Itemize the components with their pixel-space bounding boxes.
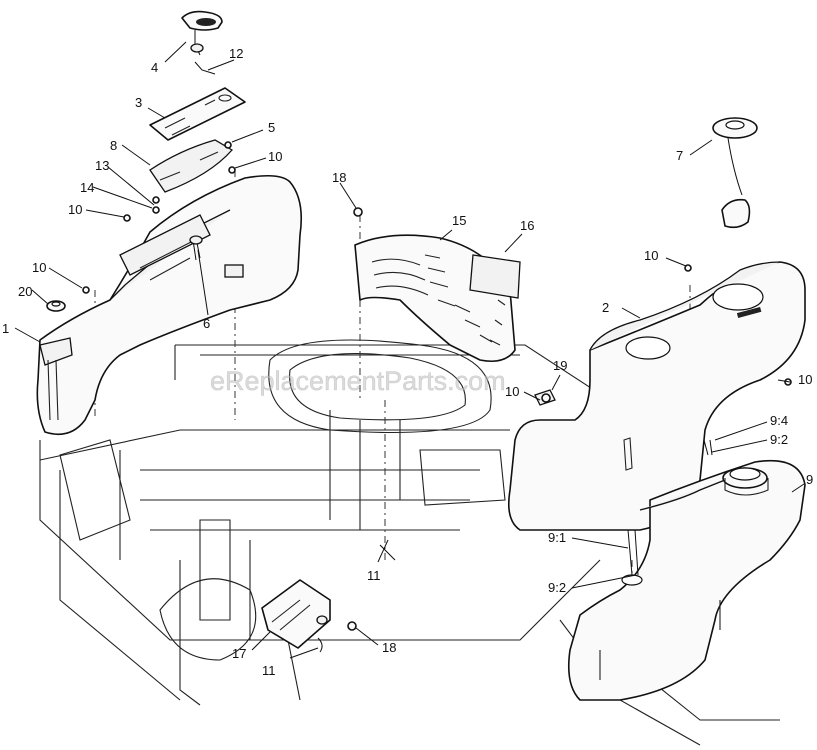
- fuel-tank-part: [567, 459, 806, 701]
- decal-part: [469, 254, 521, 299]
- callout-10-center: 10: [505, 384, 519, 399]
- callout-2: 2: [602, 300, 609, 315]
- lever-rod-part: [194, 61, 216, 75]
- callout-10-right-upper: 10: [644, 248, 658, 263]
- left-fender-part: [36, 174, 303, 436]
- callout-10-left-upper: 10: [68, 202, 82, 217]
- callout-9-4: 9:4: [770, 413, 788, 428]
- seat-pan-part: [354, 234, 516, 363]
- callout-17: 17: [232, 646, 246, 661]
- callout-leaders: [14, 41, 805, 659]
- callout-10-left-lower: 10: [32, 260, 46, 275]
- callout-16: 16: [520, 218, 534, 233]
- callout-labels: 1 2 3 4 5 6 7 8 9 10 10 10 10 10 10 11 1…: [2, 46, 813, 678]
- chassis-frame: [39, 170, 780, 746]
- callout-7: 7: [676, 148, 683, 163]
- callout-11-lower: 11: [262, 663, 276, 678]
- callout-10-right-lower: 10: [798, 372, 812, 387]
- callout-10-top: 10: [268, 149, 282, 164]
- callout-8: 8: [110, 138, 117, 153]
- panel-part: [149, 139, 234, 193]
- callout-11-upper: 11: [367, 568, 381, 583]
- callout-9-2-lower: 9:2: [548, 580, 566, 595]
- callout-9: 9: [806, 472, 813, 487]
- bracket-part: [261, 579, 331, 649]
- callout-19: 19: [553, 358, 567, 373]
- callout-18-top: 18: [332, 170, 346, 185]
- callout-12: 12: [229, 46, 243, 61]
- grommet-part: [46, 300, 66, 312]
- callout-18-bottom: 18: [382, 640, 396, 655]
- callout-14: 14: [80, 180, 94, 195]
- callout-9-1: 9:1: [548, 530, 566, 545]
- callout-4: 4: [151, 60, 158, 75]
- callout-3: 3: [135, 95, 142, 110]
- lever-knob-part: [181, 10, 223, 56]
- callout-13: 13: [95, 158, 109, 173]
- control-plate-part: [149, 87, 246, 141]
- fuel-cap-part: [712, 117, 758, 229]
- right-fender-part: [507, 261, 806, 531]
- callout-20: 20: [18, 284, 32, 299]
- callout-6: 6: [203, 316, 210, 331]
- watermark: eReplacementParts.com: [210, 366, 506, 396]
- callout-5: 5: [268, 120, 275, 135]
- callout-1: 1: [2, 321, 9, 336]
- callout-9-2-upper: 9:2: [770, 432, 788, 447]
- callout-15: 15: [452, 213, 466, 228]
